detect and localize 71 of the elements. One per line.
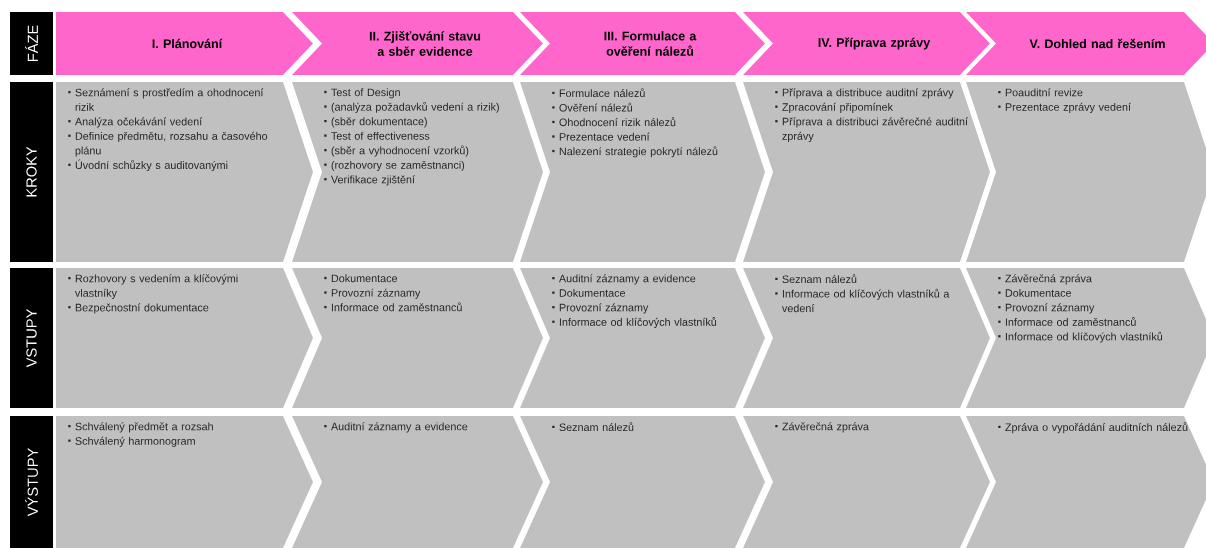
node-label: Závěrečná zpráva (1005, 274, 1092, 285)
node-label: Dokumentace (1005, 288, 1072, 297)
node-label: I. Plánování (152, 38, 223, 49)
node-label: Rozhovory s vedením a klíčovými vlastníky (74, 274, 238, 299)
node-label: Informace od klíčových vlastníků a vedení (781, 288, 950, 313)
step-box: Auditní záznamy a evidence Dokumentace Provozní záznamy Informace od klíčových vlastníků (520, 268, 765, 408)
step-box: Rozhovory s vedením a klíčovými vlastníky Bezpečnostní dokumentace (56, 268, 313, 408)
node-label: Ověření nálezů (559, 102, 633, 112)
node-label: (sběr dokumentace) (331, 117, 427, 128)
phase-box: V. Dohled nad řešením (966, 12, 1206, 75)
node-label: Definice předmětu, rozsahu a časového plánu (75, 131, 268, 157)
node-label: V. Dohled nad řešením (1029, 38, 1165, 49)
step-box: Dokumentace Provozní záznamy Informace od zaměstnanců (292, 268, 543, 408)
row-header: FÁZE (10, 12, 53, 75)
node-label: Seznámení s prostředím a ohodnocení rizik (75, 88, 264, 111)
node-label: Informace od zaměstnanců (331, 302, 462, 312)
node-label: Informace od klíčových vlastníků (1005, 331, 1163, 343)
node-label: Informace od klíčových vlastníků (559, 317, 717, 329)
step-box: Schválený předmět a rozsah Schválený harmonogram (56, 416, 313, 548)
phase-box: III. Formulace a ověření nálezů (520, 12, 765, 75)
row-header: VSTUPY (10, 268, 53, 408)
node-label: Auditní záznamy a evidence (558, 274, 696, 285)
node-label: (analýza požadavků vedení a rizik) (331, 101, 499, 113)
node-label: Nalezení strategie pokrytí nálezů (559, 146, 718, 158)
phase-box: IV. Příprava zprávy (743, 12, 990, 75)
node-label: Auditní záznamy a evidence (330, 422, 468, 433)
node-label: Prezentace zprávy vedení (1005, 102, 1131, 113)
node-label: Závěrečná zpráva (782, 422, 869, 433)
step-box: Zpráva o vypořádání auditních nálezů (966, 416, 1206, 548)
node-label: Zpráva o vypořádání auditních nálezů (1005, 422, 1188, 434)
node-label: Úvodní schůzky s auditovanými (75, 159, 228, 172)
node-label: Seznam nálezů (559, 422, 634, 432)
step-box: Seznam nálezů (520, 416, 765, 548)
node-label: Ohodnocení rizik nálezů (559, 117, 676, 127)
node-label: III. Formulace a ověření nálezů (604, 31, 697, 56)
node-label: Provozní záznamy (1005, 303, 1095, 314)
node-label: Příprava a distribuci závěrečné auditní zprávy (782, 117, 968, 143)
step-box: Závěrečná zpráva (743, 416, 990, 548)
node-label: Příprava a distribuce auditní zprávy (782, 88, 954, 99)
phase-box: II. Zjišťování stavu a sběr evidence (292, 12, 543, 75)
node-label: Formulace nálezů (559, 88, 645, 98)
row-header: VÝSTUPY (10, 416, 53, 548)
node-label: Zpracování připomínek (782, 102, 893, 113)
phase-box: I. Plánování (56, 12, 313, 75)
step-box: Test of Design (analýza požadavků vedení a rizik) (sběr dokumentace) Test of effectiveness (sběr a vyhodnocení vzorků) (rozhovory se zaměstnanci) Verifikace zjištění (292, 82, 543, 262)
step-box: Příprava a distribuce auditní zprávy Zpracování připomínek Příprava a distribuci závěrečné auditní zprávy (743, 82, 990, 262)
row-header: KROKY (10, 82, 53, 262)
node-label: Provozní záznamy (331, 288, 421, 299)
step-box: Seznam nálezů Informace od klíčových vlastníků a vedení (743, 268, 990, 408)
node-label: Poauditní revize (1005, 88, 1083, 97)
step-box: Seznámení s prostředím a ohodnocení rizik Analýza očekávání vedení Definice předmětu, rozsahu a časového plánu Úvodní schůzky s auditovanými (56, 82, 313, 262)
node-label: II. Zjišťování stavu a sběr evidence (369, 31, 481, 56)
node-label: Dokumentace (331, 274, 398, 283)
node-label: Bezpečnostní dokumentace (75, 303, 209, 314)
node-label: Prezentace vedení (559, 132, 650, 141)
node-label: Informace od zaměstnanců (1005, 317, 1136, 326)
node-label: Seznam nálezů (782, 274, 857, 284)
node-label: Analýza očekávání vedení (74, 117, 203, 128)
node-label: Test of effectiveness (331, 131, 430, 140)
node-label: Schválený předmět a rozsah (75, 422, 213, 433)
node-label: Dokumentace (559, 288, 626, 297)
step-box: Formulace nálezů Ověření nálezů Ohodnocení rizik nálezů Prezentace vedení Nalezení strategie pokrytí nálezů (520, 82, 765, 262)
node-label: (rozhovory se zaměstnanci) (331, 160, 465, 171)
step-box: Auditní záznamy a evidence (292, 416, 543, 548)
node-label: IV. Příprava zprávy (818, 37, 931, 50)
node-label: Verifikace zjištění (330, 175, 415, 186)
node-label: (sběr a vyhodnocení vzorků) (331, 145, 469, 157)
node-label: Test of Design (331, 88, 400, 99)
node-label: Schválený harmonogram (75, 436, 195, 447)
node-label: Provozní záznamy (559, 303, 649, 314)
step-box: Závěrečná zpráva Dokumentace Provozní záznamy Informace od zaměstnanců Informace od klíčových vlastníků (966, 268, 1206, 408)
